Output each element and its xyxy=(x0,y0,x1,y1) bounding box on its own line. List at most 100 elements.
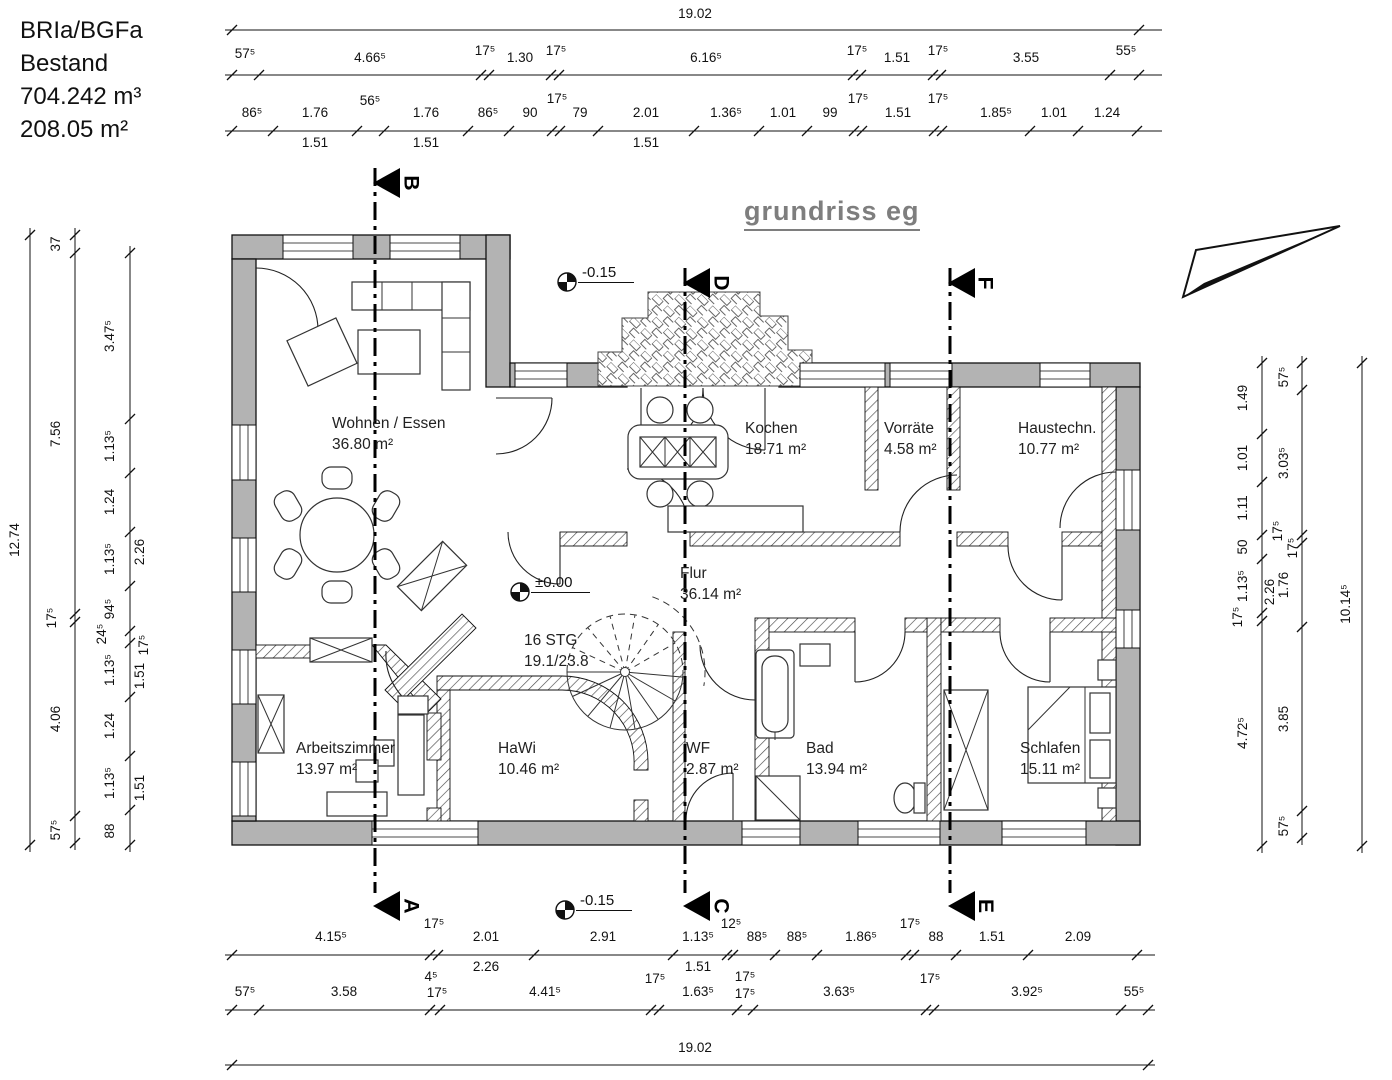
dim-label: 1.76 xyxy=(413,105,439,120)
dim-label: 57⁵ xyxy=(235,46,256,61)
project-info-line: 208.05 m² xyxy=(20,116,129,143)
duct-block-diagonal xyxy=(396,540,468,612)
dim-label: 88 xyxy=(102,823,117,838)
dim-label: 17⁵ xyxy=(546,43,567,58)
dim-label: 2.09 xyxy=(1065,929,1091,944)
dim-label: 1.24 xyxy=(1094,105,1121,120)
dim-label: 1.51 xyxy=(633,135,659,150)
dim-label: 1.63⁵ xyxy=(682,984,714,999)
dim-label: 99 xyxy=(822,105,837,120)
dim-label: 17⁵ xyxy=(424,916,445,931)
dim-label: 1.51 xyxy=(885,105,911,120)
dim-label: 12.74 xyxy=(7,523,22,557)
dim-label: 86⁵ xyxy=(242,105,263,120)
dim-label: 3.92⁵ xyxy=(1011,984,1043,999)
dim-label: 1.51 xyxy=(685,959,711,974)
dim-label: 1.51 xyxy=(884,50,910,65)
level-marker-floor: ±0.00 xyxy=(509,574,591,603)
project-info-line: Bestand xyxy=(20,50,109,77)
nightstand xyxy=(1097,787,1117,809)
dim-label: 2.01 xyxy=(473,929,499,944)
dim-label: 1.01 xyxy=(1235,445,1250,471)
dim-label: 3.55 xyxy=(1013,50,1039,65)
dim-label: 56⁵ xyxy=(360,93,381,108)
dim-label: 4.72⁵ xyxy=(1235,717,1250,749)
dim-label: 1.24 xyxy=(102,712,117,739)
dim-label: 1.11 xyxy=(1235,495,1250,520)
level-marker-terrace: -0.15 xyxy=(554,892,633,921)
bathtub xyxy=(755,649,795,740)
dim-label: 7.56 xyxy=(48,421,63,447)
section-marker-D: D xyxy=(683,267,733,299)
spiral-stair xyxy=(566,596,706,731)
dim-label: 1.76 xyxy=(1276,572,1291,598)
section-marker-B: B xyxy=(373,167,423,199)
dim-label: 4.15⁵ xyxy=(315,929,347,944)
dim-label: 1.76 xyxy=(302,105,328,120)
project-info-line: 704.242 m³ xyxy=(20,83,142,110)
section-triangle-icon xyxy=(683,268,710,298)
washbasin xyxy=(799,643,831,667)
dim-label: 12⁵ xyxy=(721,916,742,931)
bed xyxy=(1027,686,1117,784)
study-furniture xyxy=(257,694,429,817)
dim-label: 2.26 xyxy=(473,959,499,974)
dim-label: 37 xyxy=(48,236,63,251)
level-icon xyxy=(555,900,575,920)
dim-label: 57⁵ xyxy=(48,820,63,841)
dim-label: 1.01 xyxy=(1041,105,1067,120)
dim-label: 55⁵ xyxy=(1116,43,1137,58)
dim-label: 55⁵ xyxy=(1124,984,1145,999)
entrance-paving xyxy=(597,291,813,387)
dim-label: 79 xyxy=(572,105,587,120)
dim-label: 19.02 xyxy=(678,1040,712,1055)
dim-label: 1.49 xyxy=(1235,385,1250,411)
dim-label: 4⁵ xyxy=(424,969,437,984)
dim-label: 1.13⁵ xyxy=(682,929,714,944)
section-triangle-icon xyxy=(948,268,975,298)
dim-label: 94⁵ xyxy=(102,599,117,620)
shower xyxy=(755,775,801,821)
dim-label: 1.24 xyxy=(102,488,117,515)
dim-label: 3.03⁵ xyxy=(1276,447,1291,479)
kitchen-counter xyxy=(667,505,804,533)
dim-label: 19.02 xyxy=(678,6,712,21)
dim-label: 1.85⁵ xyxy=(980,105,1012,120)
dim-label: 17⁵ xyxy=(645,971,666,986)
dim-label: 88⁵ xyxy=(787,929,808,944)
section-triangle-icon xyxy=(948,891,975,921)
dim-label: 2.91 xyxy=(590,929,616,944)
dim-label: 17⁵ xyxy=(848,91,869,106)
level-icon xyxy=(557,272,577,292)
dim-label: 17⁵ xyxy=(547,91,568,106)
dim-label: 4.66⁵ xyxy=(354,50,386,65)
toilet xyxy=(893,782,926,814)
level-marker-entrance: -0.15 xyxy=(556,264,635,293)
dim-label: 86⁵ xyxy=(478,105,499,120)
section-triangle-icon xyxy=(683,891,710,921)
dim-label: 3.85 xyxy=(1276,706,1291,732)
dim-label: 57⁵ xyxy=(235,984,256,999)
dim-label: 2.01 xyxy=(633,105,659,120)
dim-label: 1.51 xyxy=(132,663,147,689)
section-marker-C: C xyxy=(683,890,733,922)
section-marker-A: A xyxy=(373,890,423,922)
dim-label: 17⁵ xyxy=(735,986,756,1001)
dim-label: 17⁵ xyxy=(928,43,949,58)
dim-label: 17⁵ xyxy=(475,43,496,58)
dim-label: 88 xyxy=(928,929,943,944)
dim-label: 17⁵ xyxy=(1285,538,1300,559)
windows xyxy=(231,234,1141,846)
dim-label: 1.30 xyxy=(507,50,533,65)
section-triangle-icon xyxy=(373,168,400,198)
sofa xyxy=(351,281,471,391)
dim-label: 1.51 xyxy=(302,135,328,150)
dim-label: 17⁵ xyxy=(928,91,949,106)
dim-label: 1.13⁵ xyxy=(1235,570,1250,602)
